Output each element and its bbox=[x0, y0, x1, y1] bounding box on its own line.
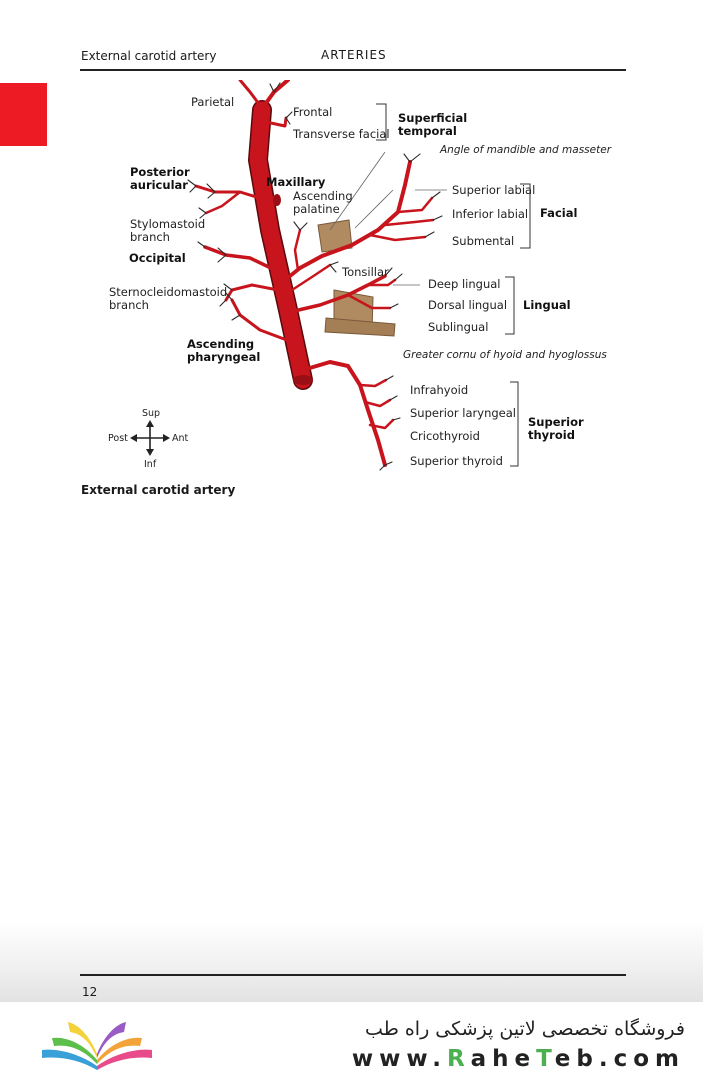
label-dorsal-lingual: Dorsal lingual bbox=[428, 298, 507, 312]
bracket-facial bbox=[520, 183, 531, 249]
trunk-cut-end bbox=[293, 375, 313, 385]
figure-caption: External carotid artery bbox=[81, 483, 236, 497]
chapter-tab bbox=[0, 83, 47, 146]
maxillary-artery bbox=[257, 194, 281, 209]
arrow-right-icon bbox=[163, 434, 170, 442]
facial-artery bbox=[283, 153, 443, 282]
page-number: 12 bbox=[82, 985, 98, 999]
label-stylomastoid-2: branch bbox=[130, 230, 170, 244]
label-superficial-temporal-2: temporal bbox=[398, 124, 457, 138]
label-angle-mandible: Angle of mandible and masseter bbox=[439, 144, 612, 156]
label-posterior-auricular-1: Posterior bbox=[130, 165, 190, 179]
label-maxillary: Maxillary bbox=[266, 175, 326, 189]
label-lingual: Lingual bbox=[523, 298, 571, 312]
label-ascending-pharyngeal-1: Ascending bbox=[187, 337, 254, 351]
hyoid-cornu-shape bbox=[324, 317, 396, 337]
compass-ant: Ant bbox=[172, 433, 189, 444]
compass-post: Post bbox=[108, 433, 128, 444]
superficial-temporal-branches bbox=[238, 80, 293, 128]
posterior-auricular-branches bbox=[187, 179, 268, 219]
label-cricothyroid: Cricothyroid bbox=[410, 429, 480, 443]
compass-inf: Inf bbox=[144, 459, 157, 470]
ascending-pharyngeal-branches bbox=[225, 292, 294, 344]
store-name: فروشگاه تخصصی لاتین پزشکی راه طب bbox=[365, 1018, 685, 1040]
label-frontal: Frontal bbox=[293, 105, 332, 119]
label-scm-2: branch bbox=[109, 298, 149, 312]
superior-thyroid-artery bbox=[301, 360, 401, 471]
label-posterior-auricular-2: auricular bbox=[130, 178, 188, 192]
label-superior-laryngeal: Superior laryngeal bbox=[410, 406, 516, 420]
label-superficial-temporal-1: Superficial bbox=[398, 111, 467, 125]
tonsillar-branch bbox=[290, 261, 339, 292]
label-stylomastoid-1: Stylomastoid bbox=[130, 217, 205, 231]
leader-angle-mandible bbox=[329, 151, 386, 231]
label-ascending-palatine-2: palatine bbox=[293, 202, 340, 216]
label-ascending-palatine-1: Ascending bbox=[293, 189, 353, 203]
bracket-superior-thyroid bbox=[510, 381, 519, 467]
store-url-part: eb.com bbox=[554, 1046, 685, 1072]
footer-rule bbox=[80, 974, 626, 976]
arrow-left-icon bbox=[130, 434, 137, 442]
label-inferior-labial: Inferior labial bbox=[452, 207, 528, 221]
bracket-lingual bbox=[505, 276, 515, 335]
header-rule bbox=[80, 69, 626, 71]
orientation-compass: Sup Inf Post Ant bbox=[108, 408, 189, 470]
label-deep-lingual: Deep lingual bbox=[428, 277, 500, 291]
footer-shade bbox=[0, 920, 703, 1002]
running-header-section: ARTERIES bbox=[321, 48, 387, 62]
store-url-accent: R bbox=[446, 1046, 471, 1072]
sternocleidomastoid-branches bbox=[219, 283, 280, 307]
lingual-artery bbox=[288, 267, 403, 314]
label-superior-thyroid-2: thyroid bbox=[528, 428, 575, 442]
label-superior-thyroid-branch: Superior thyroid bbox=[410, 454, 503, 468]
label-greater-cornu: Greater cornu of hyoid and hyoglossus bbox=[403, 349, 607, 361]
label-ascending-pharyngeal-2: pharyngeal bbox=[187, 350, 260, 364]
store-banner bbox=[0, 1002, 703, 1080]
arrow-down-icon bbox=[146, 449, 154, 456]
store-url: www.RaheTeb.com bbox=[352, 1046, 685, 1072]
store-url-part: www. bbox=[351, 1046, 447, 1072]
running-header-title: External carotid artery bbox=[81, 49, 217, 63]
label-infrahyoid: Infrahyoid bbox=[410, 383, 468, 397]
external-carotid-diagram: Parietal Frontal Transverse facial Poste… bbox=[108, 80, 612, 471]
leader-ascending-palatine bbox=[354, 189, 394, 229]
label-transverse-facial: Transverse facial bbox=[292, 127, 390, 141]
label-superior-thyroid-1: Superior bbox=[528, 415, 584, 429]
label-tonsillar: Tonsillar bbox=[341, 265, 389, 279]
bracket-superficial-temporal bbox=[376, 103, 387, 141]
label-superior-labial: Superior labial bbox=[452, 183, 535, 197]
external-carotid-trunk bbox=[248, 100, 313, 390]
label-submental: Submental bbox=[452, 234, 514, 248]
compass-sup: Sup bbox=[142, 408, 160, 419]
mandible-angle-shape bbox=[317, 219, 353, 253]
label-facial: Facial bbox=[540, 206, 577, 220]
open-book-logo-icon bbox=[42, 1022, 152, 1070]
label-sublingual: Sublingual bbox=[428, 320, 488, 334]
arrow-up-icon bbox=[146, 420, 154, 427]
store-url-accent: T bbox=[536, 1046, 555, 1072]
occipital-branches bbox=[197, 241, 277, 272]
label-occipital: Occipital bbox=[129, 251, 186, 265]
label-scm-1: Sternocleidomastoid bbox=[109, 285, 227, 299]
label-parietal: Parietal bbox=[191, 95, 234, 109]
store-url-part: ahe bbox=[470, 1046, 537, 1072]
